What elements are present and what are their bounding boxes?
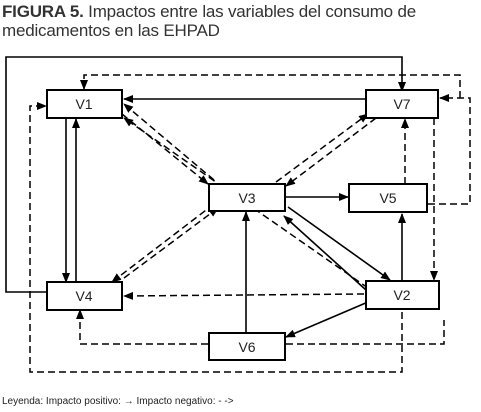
edge-v3-v2 <box>287 206 391 281</box>
edge-v1-v3 <box>121 113 209 185</box>
edge-v7-v1-outer <box>80 74 461 98</box>
edge-v4-v3 <box>123 207 219 279</box>
figure-label: FIGURA 5. <box>2 2 84 21</box>
legend-negative-label: Impacto negativo: <box>136 396 216 407</box>
edge-v4-v7-outer <box>5 56 406 293</box>
edge-v3-v7 <box>275 113 369 183</box>
legend-prefix: Leyenda: Impacto positivo: <box>2 396 121 407</box>
node-v7-label: V7 <box>393 96 410 112</box>
edge-v6-v4 <box>80 310 445 345</box>
node-v1: V1 <box>46 89 123 119</box>
node-v3: V3 <box>208 183 286 212</box>
edge-left-band <box>29 102 403 373</box>
node-v6-label: V6 <box>238 339 255 355</box>
edge-v7-v3 <box>285 117 377 187</box>
node-v3-label: V3 <box>238 190 255 206</box>
legend-positive-symbol: → <box>123 396 134 407</box>
positive-edges <box>5 56 406 338</box>
edge-v3-v1 <box>123 103 215 181</box>
legend: Leyenda: Impacto positivo: → Impacto neg… <box>2 396 234 407</box>
legend-negative-symbol: - -> <box>218 396 234 407</box>
node-v4: V4 <box>46 281 123 311</box>
node-v2: V2 <box>365 280 440 310</box>
node-v6: V6 <box>208 332 286 361</box>
edge-v2-v3 <box>283 215 367 291</box>
figure-caption: Impactos entre las variables del consumo… <box>2 2 416 40</box>
node-v4-label: V4 <box>75 288 92 304</box>
edge-v2-v4 <box>123 291 365 300</box>
node-v7: V7 <box>365 89 439 119</box>
node-v5: V5 <box>348 183 428 213</box>
edge-v2-v6 <box>285 301 369 338</box>
negative-edges <box>29 74 471 373</box>
node-v5-label: V5 <box>379 190 396 206</box>
edge-v3-v4 <box>111 203 215 283</box>
figure-title: FIGURA 5. Impactos entre las variables d… <box>2 2 478 40</box>
node-v2-label: V2 <box>393 287 410 303</box>
node-v1-label: V1 <box>75 96 92 112</box>
edge-v5-v7 <box>428 94 471 205</box>
